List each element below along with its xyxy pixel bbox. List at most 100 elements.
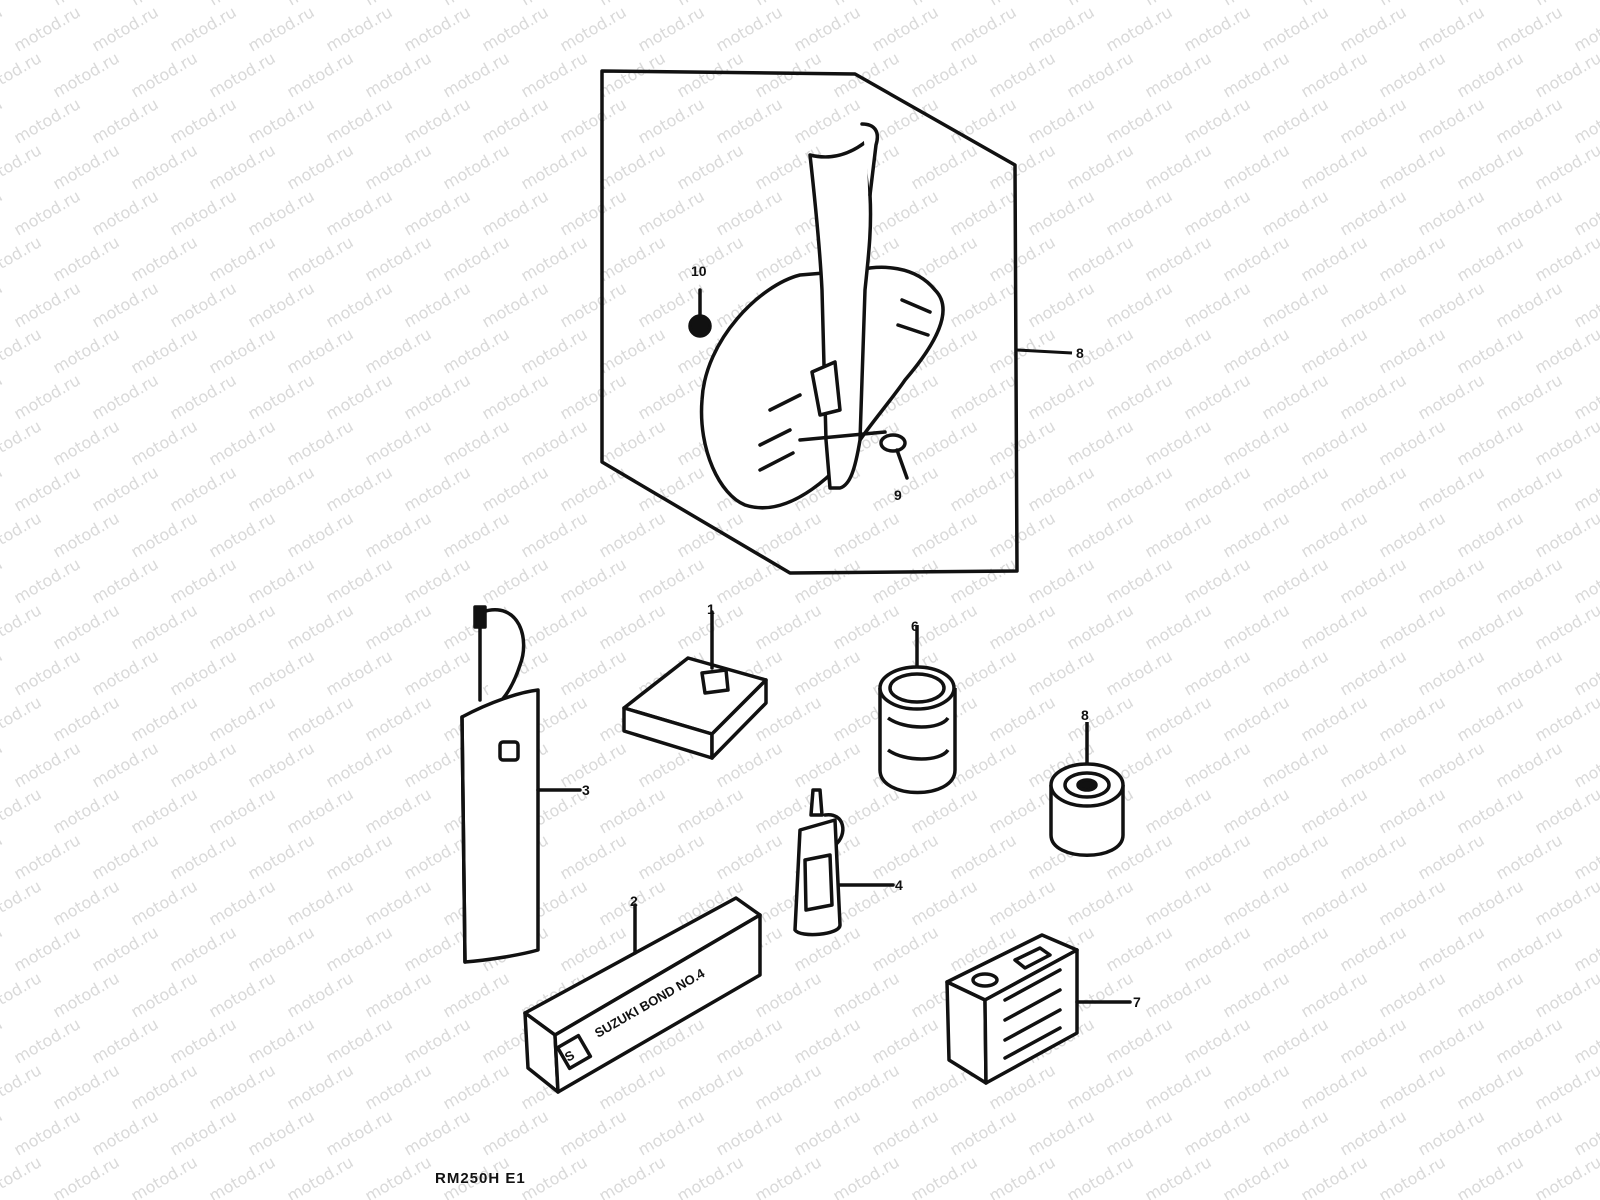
watermark-text: motod.ru xyxy=(1376,232,1449,285)
watermark-text: motod.ru xyxy=(245,646,318,699)
watermark-text: motod.ru xyxy=(1103,554,1176,607)
watermark-text: motod.ru xyxy=(1337,1106,1410,1159)
watermark-text: motod.ru xyxy=(1454,232,1527,285)
watermark-text: motod.ru xyxy=(1220,1060,1293,1113)
watermark-text: motod.ru xyxy=(167,646,240,699)
watermark-text: motod.ru xyxy=(986,140,1059,193)
watermark-text: motod.ru xyxy=(323,1014,396,1067)
watermark-text: motod.ru xyxy=(0,186,6,239)
watermark-text: motod.ru xyxy=(1220,876,1293,929)
watermark-text: motod.ru xyxy=(947,646,1020,699)
watermark-text: motod.ru xyxy=(401,922,474,975)
watermark-text: motod.ru xyxy=(908,508,981,561)
watermark-text: motod.ru xyxy=(401,462,474,515)
watermark-text: motod.ru xyxy=(167,186,240,239)
watermark-text: motod.ru xyxy=(1220,324,1293,377)
watermark-text: motod.ru xyxy=(1220,232,1293,285)
tin7-front xyxy=(945,980,988,1085)
watermark-text: motod.ru xyxy=(518,0,591,9)
watermark-text: motod.ru xyxy=(1454,784,1527,837)
watermark-text: motod.ru xyxy=(1415,1014,1488,1067)
callout-10: 10 xyxy=(691,263,707,279)
watermark-text: motod.ru xyxy=(1064,48,1137,101)
watermark-text: motod.ru xyxy=(1493,738,1566,791)
watermark-text: motod.ru xyxy=(1415,94,1488,147)
watermark-text: motod.ru xyxy=(986,692,1059,745)
watermark-text: motod.ru xyxy=(206,508,279,561)
watermark-text: motod.ru xyxy=(0,646,6,699)
watermark-text: motod.ru xyxy=(947,462,1020,515)
watermark-text: motod.ru xyxy=(89,554,162,607)
watermark-text: motod.ru xyxy=(1103,1106,1176,1159)
watermark-text: motod.ru xyxy=(791,554,864,607)
watermark-text: motod.ru xyxy=(323,1106,396,1159)
watermark-text: motod.ru xyxy=(206,140,279,193)
watermark-text: motod.ru xyxy=(986,416,1059,469)
item-1-box xyxy=(622,610,768,760)
watermark-text: motod.ru xyxy=(1337,738,1410,791)
watermark-text: motod.ru xyxy=(830,0,903,9)
watermark-text: motod.ru xyxy=(245,2,318,55)
watermark-text: motod.ru xyxy=(713,1014,786,1067)
watermark-text: motod.ru xyxy=(50,1060,123,1113)
watermark-text: motod.ru xyxy=(245,94,318,147)
watermark-text: motod.ru xyxy=(128,784,201,837)
watermark-text: motod.ru xyxy=(518,508,591,561)
watermark-text: motod.ru xyxy=(1571,1014,1600,1067)
watermark-text: motod.ru xyxy=(1415,2,1488,55)
watermark-text: motod.ru xyxy=(0,324,45,377)
watermark-text: motod.ru xyxy=(752,968,825,1021)
watermark-text: motod.ru xyxy=(1181,2,1254,55)
watermark-text: motod.ru xyxy=(947,738,1020,791)
watermark-text: motod.ru xyxy=(245,554,318,607)
watermark-text: motod.ru xyxy=(50,1152,123,1200)
watermark-text: motod.ru xyxy=(50,232,123,285)
watermark-text: motod.ru xyxy=(167,1014,240,1067)
item-2-bond-box xyxy=(523,896,762,1094)
watermark-text: motod.ru xyxy=(1103,462,1176,515)
watermark-text: motod.ru xyxy=(0,738,6,791)
tank-window xyxy=(810,360,842,417)
watermark-text: motod.ru xyxy=(1493,922,1566,975)
watermark-text: motod.ru xyxy=(245,278,318,331)
watermark-text: motod.ru xyxy=(635,186,708,239)
watermark-text: motod.ru xyxy=(0,94,6,147)
watermark-text: motod.ru xyxy=(1532,232,1600,285)
watermark-text: motod.ru xyxy=(401,554,474,607)
watermark-text: motod.ru xyxy=(674,140,747,193)
watermark-text: motod.ru xyxy=(557,1106,630,1159)
watermark-text: motod.ru xyxy=(830,1152,903,1200)
watermark-text: motod.ru xyxy=(1337,646,1410,699)
watermark-text: motod.ru xyxy=(596,784,669,837)
watermark-text: motod.ru xyxy=(1103,646,1176,699)
watermark-text: motod.ru xyxy=(518,232,591,285)
callout-8b: 8 xyxy=(1081,707,1089,723)
watermark-text: motod.ru xyxy=(401,1014,474,1067)
watermark-text: motod.ru xyxy=(1493,462,1566,515)
watermark-text: motod.ru xyxy=(1259,922,1332,975)
watermark-text: motod.ru xyxy=(986,1152,1059,1200)
watermark-text: motod.ru xyxy=(128,1060,201,1113)
watermark-text: motod.ru xyxy=(830,1060,903,1113)
watermark-text: motod.ru xyxy=(1376,600,1449,653)
watermark-text: motod.ru xyxy=(1298,324,1371,377)
tin7-label-1 xyxy=(1003,968,1062,1002)
watermark-text: motod.ru xyxy=(1064,600,1137,653)
watermark-text: motod.ru xyxy=(1532,48,1600,101)
watermark-text: motod.ru xyxy=(1415,830,1488,883)
box1-clip xyxy=(700,668,730,695)
watermark-text: motod.ru xyxy=(1142,692,1215,745)
watermark-text: motod.ru xyxy=(50,324,123,377)
watermark-text: motod.ru xyxy=(1064,876,1137,929)
watermark-text: motod.ru xyxy=(869,1014,942,1067)
watermark-text: motod.ru xyxy=(479,278,552,331)
watermark-text: motod.ru xyxy=(1376,968,1449,1021)
tank-groove-4 xyxy=(758,451,795,472)
watermark-text: motod.ru xyxy=(635,94,708,147)
watermark-text: motod.ru xyxy=(1571,646,1600,699)
watermark-text: motod.ru xyxy=(947,94,1020,147)
watermark-text: motod.ru xyxy=(1454,1060,1527,1113)
watermark-text: motod.ru xyxy=(1454,600,1527,653)
watermark-text: motod.ru xyxy=(89,370,162,423)
watermark-text: motod.ru xyxy=(1337,554,1410,607)
